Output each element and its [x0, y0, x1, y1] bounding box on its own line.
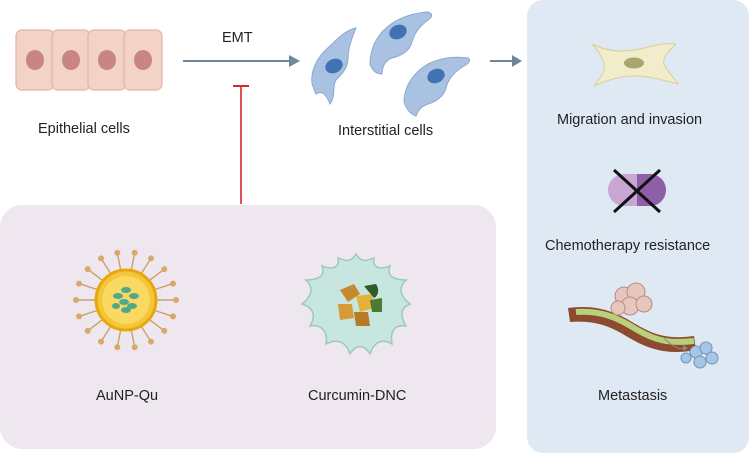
epithelial-label: Epithelial cells	[38, 121, 130, 137]
curcumin-label: Curcumin-DNC	[308, 388, 407, 404]
epithelial-nucleus	[62, 50, 80, 70]
emt-label: EMT	[222, 30, 253, 46]
gold-nanoparticle-icon	[73, 249, 179, 351]
migrating-cell-icon	[591, 43, 680, 87]
metastasis-label: Metastasis	[598, 388, 668, 404]
migration-label: Migration and invasion	[557, 112, 703, 128]
interstitial-cells-icon	[311, 11, 471, 117]
treatments-panel	[0, 205, 496, 449]
interstitial-cell	[403, 56, 471, 117]
epithelial-nucleus	[98, 50, 116, 70]
epithelial-nucleus	[134, 50, 152, 70]
interstitial-label: Interstitial cells	[338, 123, 434, 139]
epithelial-nucleus	[26, 50, 44, 70]
curcumin-nanocrystal-icon	[300, 252, 412, 356]
inhibition-line	[233, 85, 249, 204]
outcome-arrow	[490, 55, 522, 67]
crossed-capsule-icon	[608, 168, 666, 214]
aunp-label: AuNP-Qu	[96, 388, 159, 404]
blood-vessel-tumor-icon	[568, 282, 719, 369]
emt-arrow	[183, 55, 300, 67]
chemo-label: Chemotherapy resistance	[545, 238, 711, 254]
interstitial-cell	[311, 27, 357, 106]
epithelial-cells-icon	[15, 29, 163, 91]
interstitial-cell	[369, 11, 433, 75]
